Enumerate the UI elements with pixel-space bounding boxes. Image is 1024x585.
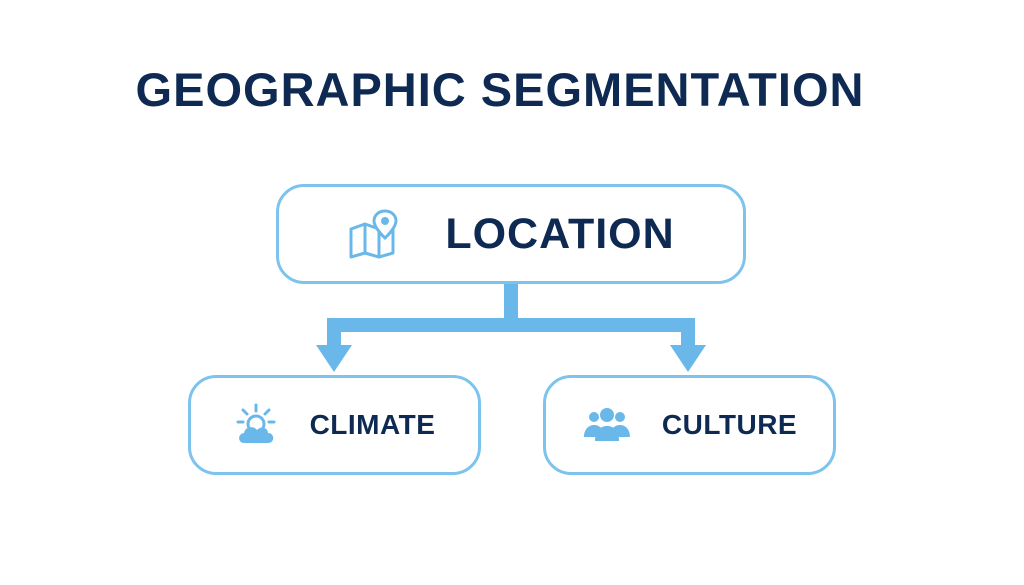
sun-cloud-icon — [234, 403, 280, 447]
connector-left-drop — [327, 318, 341, 346]
culture-node: CULTURE — [543, 375, 836, 475]
map-pin-icon — [347, 209, 403, 259]
connector-right-drop — [681, 318, 695, 346]
culture-label: CULTURE — [661, 409, 798, 440]
arrowhead-right — [670, 345, 706, 372]
connector-crossbar — [327, 318, 695, 332]
connector-trunk — [504, 284, 518, 324]
location-label: LOCATION — [445, 209, 675, 258]
climate-node: CLIMATE — [188, 375, 481, 475]
location-node: LOCATION — [276, 184, 746, 284]
diagram-title: GEOGRAPHIC SEGMENTATION — [135, 63, 865, 116]
climate-label: CLIMATE — [309, 409, 436, 440]
arrowhead-left — [316, 345, 352, 372]
people-group-icon — [582, 405, 632, 445]
